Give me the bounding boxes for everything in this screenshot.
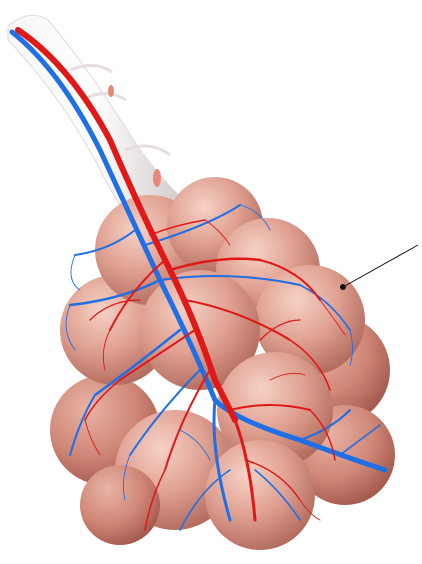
bronchiole-spot — [153, 169, 161, 187]
leader-dot — [340, 284, 346, 290]
alveolus — [80, 465, 160, 545]
leader-line — [343, 245, 418, 287]
pointer-leader — [340, 245, 418, 290]
bronchiole-spot — [108, 85, 114, 97]
alveolus — [205, 440, 315, 550]
